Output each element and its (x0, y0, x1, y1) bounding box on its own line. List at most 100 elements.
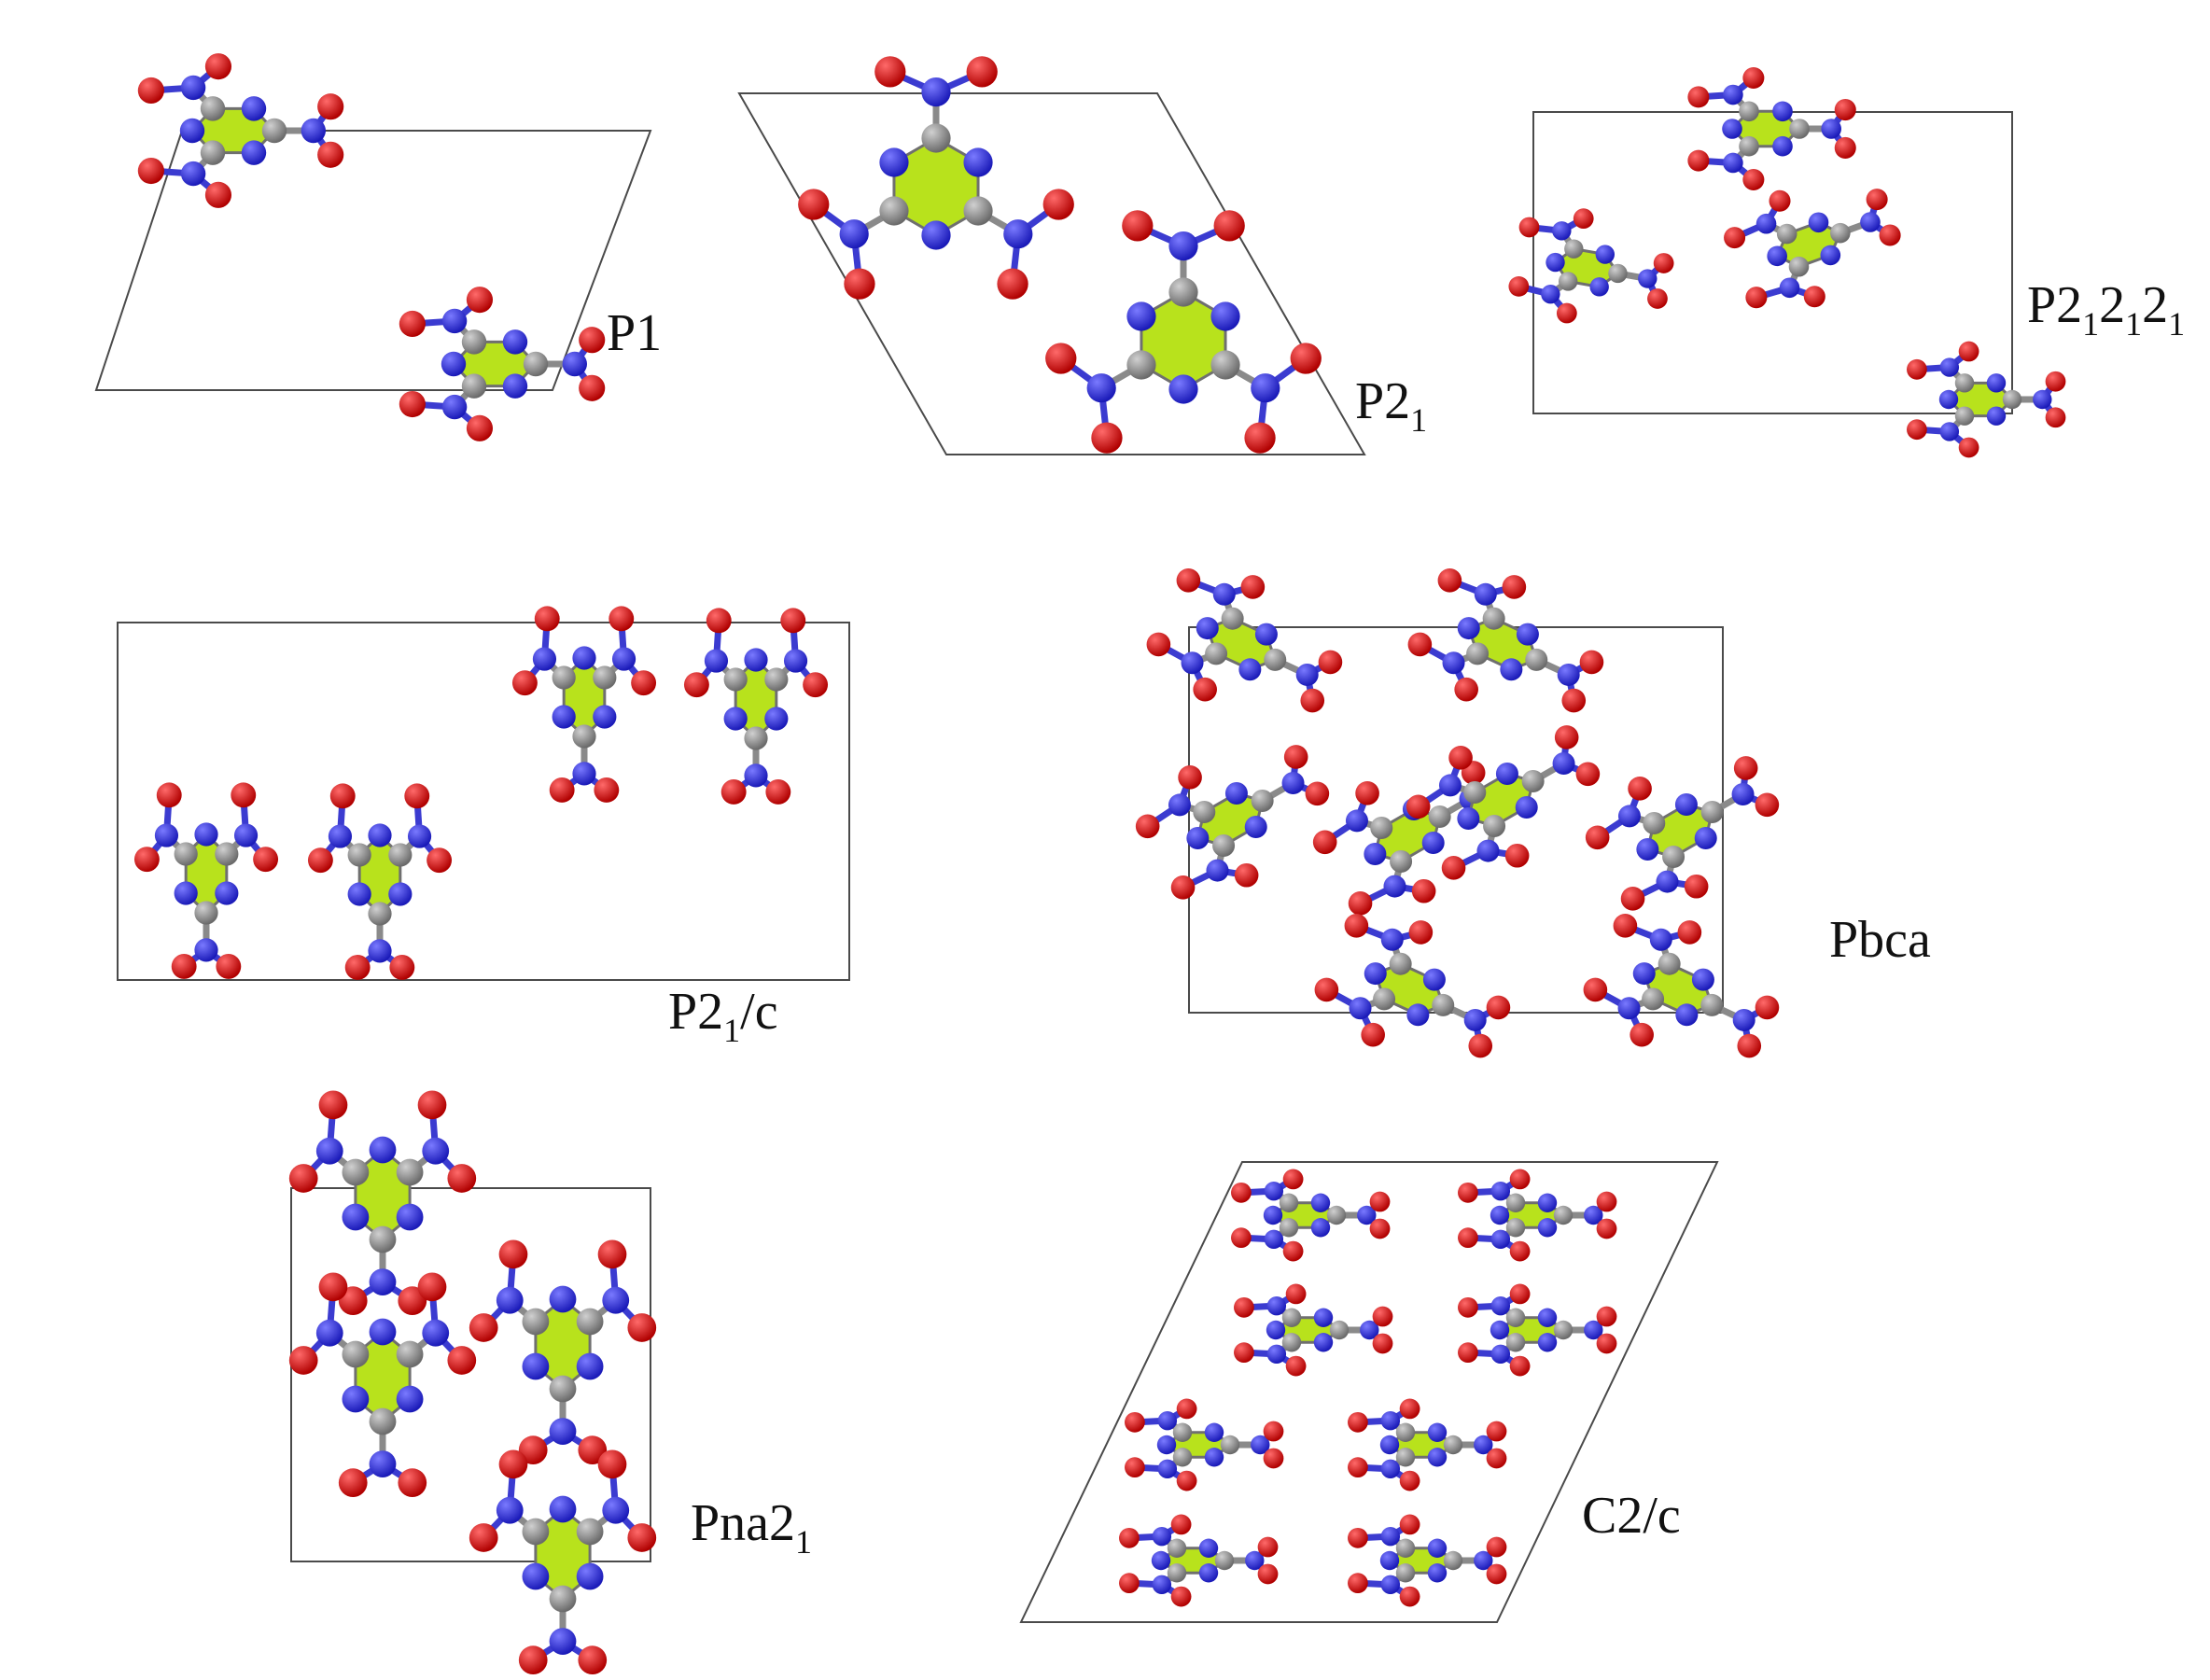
carbon-atom (744, 726, 768, 750)
ring-nitrogen-atom (1495, 763, 1518, 785)
oxygen-atom (1486, 1421, 1507, 1442)
oxygen-atom (318, 1272, 348, 1302)
ring-nitrogen-atom (1772, 101, 1793, 122)
oxygen-atom (1399, 1398, 1420, 1420)
oxygen-atom (1372, 1306, 1393, 1327)
carbon-atom (1214, 1550, 1235, 1571)
ring-nitrogen-atom (502, 329, 528, 355)
carbon-atom (1395, 1563, 1416, 1583)
nitro-nitrogen-atom (1251, 1435, 1270, 1455)
ring-nitrogen-atom (396, 1203, 424, 1231)
oxygen-atom (1119, 1527, 1140, 1548)
oxygen-atom (1257, 1563, 1279, 1585)
oxygen-atom (706, 608, 732, 634)
oxygen-atom (1282, 1240, 1304, 1262)
ring-nitrogen-atom (1263, 1205, 1283, 1225)
carbon-atom (1395, 1422, 1416, 1442)
nitro-nitrogen-atom (1086, 373, 1116, 403)
trinitrotriazine-molecule (288, 1090, 477, 1316)
oxygen-atom (1468, 1033, 1493, 1058)
oxygen-atom (1411, 878, 1436, 903)
oxygen-atom (597, 1239, 627, 1269)
trinitrotriazine-molecule (1314, 914, 1511, 1058)
oxygen-atom (1755, 995, 1780, 1020)
nitro-nitrogen-atom (1251, 373, 1280, 403)
oxygen-atom (1091, 422, 1123, 454)
oxygen-atom (204, 181, 232, 208)
nitro-nitrogen-atom (328, 824, 353, 848)
carbon-atom (879, 196, 909, 226)
ring-nitrogen-atom (502, 373, 528, 399)
oxygen-atom (1724, 227, 1746, 249)
ring-nitrogen-atom (1537, 1218, 1558, 1238)
carbon-atom (576, 1518, 604, 1546)
oxygen-atom (2045, 407, 2066, 428)
trinitrotriazine-molecule (1407, 568, 1604, 713)
carbon-atom (1221, 607, 1244, 630)
oxygen-atom (579, 327, 606, 354)
nitro-nitrogen-atom (921, 77, 951, 107)
svg-text:Pbca: Pbca (1829, 911, 1931, 969)
oxygen-atom (1257, 1536, 1279, 1558)
oxygen-atom (874, 56, 906, 88)
ring-nitrogen-atom (1224, 782, 1248, 805)
oxygen-atom (1234, 1342, 1254, 1364)
ring-nitrogen-atom (1313, 1333, 1334, 1352)
oxygen-atom (578, 1435, 608, 1465)
oxygen-atom (1348, 1527, 1368, 1548)
ring-nitrogen-atom (1422, 968, 1446, 991)
trinitrotriazine-molecule (1348, 1398, 1507, 1491)
svg-text:P21/c: P21/c (668, 983, 778, 1049)
oxygen-atom (469, 1523, 498, 1552)
oxygen-atom (1042, 189, 1074, 220)
oxygen-atom (1556, 302, 1577, 324)
carbon-atom (1525, 648, 1548, 671)
oxygen-atom (1178, 765, 1202, 790)
ring-nitrogen-atom (1198, 1538, 1219, 1558)
oxygen-atom (1146, 632, 1171, 657)
carbon-atom (369, 1407, 397, 1435)
carbon-atom (261, 118, 287, 144)
svg-text:P21: P21 (1355, 372, 1427, 439)
oxygen-atom (1769, 189, 1791, 212)
triazine-ring (1140, 290, 1227, 391)
carbon-atom (723, 667, 748, 692)
carbon-atom (921, 123, 951, 153)
nitro-nitrogen-atom (1181, 651, 1204, 675)
nitro-nitrogen-atom (1168, 793, 1191, 817)
oxygen-atom (137, 77, 164, 105)
unit-cell-p21 (737, 92, 1366, 455)
ring-nitrogen-atom (1313, 1308, 1334, 1327)
oxygen-atom (1348, 891, 1373, 916)
oxygen-atom (447, 1164, 477, 1193)
nitro-nitrogen-atom (2033, 389, 2052, 410)
oxygen-atom (1755, 792, 1780, 818)
carbon-atom (1390, 850, 1413, 873)
ring-nitrogen-atom (593, 705, 617, 729)
ring-nitrogen-atom (1210, 301, 1240, 331)
nitro-nitrogen-atom (562, 351, 587, 377)
carbon-atom (1553, 1205, 1574, 1225)
nitro-nitrogen-atom (1380, 1410, 1401, 1431)
nitro-nitrogen-atom (1281, 772, 1305, 794)
nitro-nitrogen-atom (1584, 1320, 1603, 1340)
trinitrotriazine-molecule (1125, 1398, 1284, 1491)
nitro-nitrogen-atom (369, 1450, 397, 1477)
nitro-nitrogen-atom (839, 219, 869, 249)
oxygen-atom (1518, 217, 1540, 238)
ring-nitrogen-atom (1722, 119, 1742, 139)
carbon-atom (1700, 993, 1724, 1016)
oxygen-atom (966, 56, 998, 88)
nitro-nitrogen-atom (1003, 219, 1033, 249)
carbon-atom (1205, 642, 1228, 665)
carbon-atom (396, 1158, 424, 1186)
ring-nitrogen-atom (744, 648, 768, 672)
trinitrotriazine-molecule (683, 608, 829, 805)
label-p21c: P21/c (668, 983, 778, 1049)
nitro-nitrogen-atom (783, 649, 808, 673)
nitro-nitrogen-atom (368, 939, 392, 963)
oxygen-atom (447, 1346, 477, 1375)
oxygen-atom (1361, 1022, 1385, 1047)
trinitrotriazine-molecule (1231, 1169, 1391, 1262)
oxygen-atom (1282, 1169, 1304, 1190)
